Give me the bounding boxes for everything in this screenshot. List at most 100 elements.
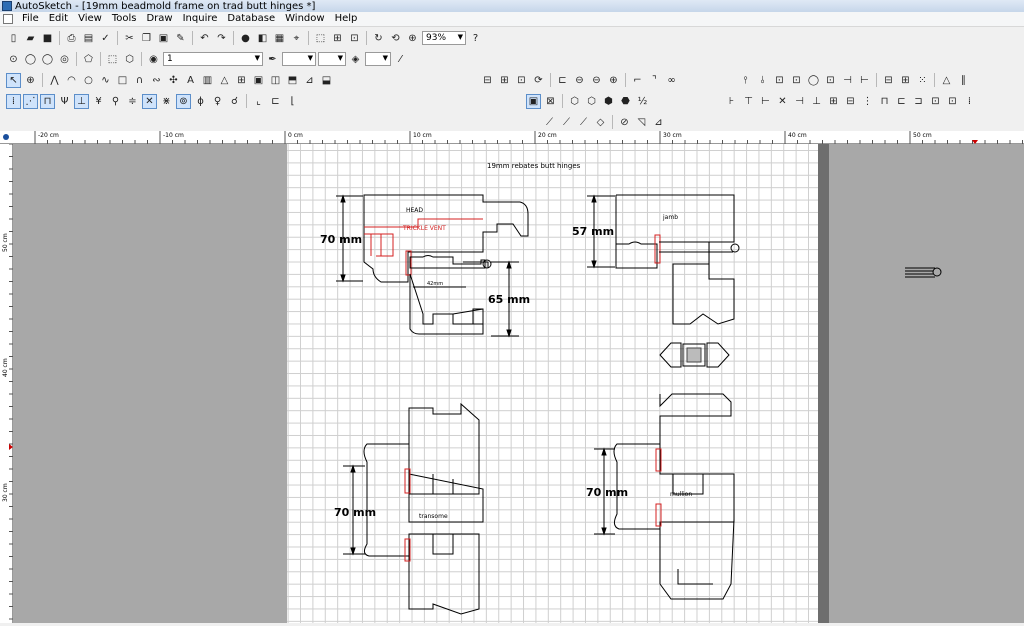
- menu-database[interactable]: Database: [227, 13, 276, 24]
- menu-edit[interactable]: Edit: [48, 13, 69, 24]
- hatch-icon[interactable]: ▥: [202, 74, 213, 86]
- align-icon[interactable]: ⊟: [483, 74, 492, 86]
- print-icon[interactable]: ⎙: [67, 32, 76, 44]
- arrange-5-icon[interactable]: ◯: [807, 74, 820, 86]
- mirror-icon[interactable]: ⊿: [305, 74, 314, 86]
- snap-point-icon[interactable]: ⊙: [9, 53, 18, 65]
- select-arrow-icon[interactable]: ↖: [6, 72, 21, 88]
- break-icon[interactable]: ⊖: [575, 74, 584, 86]
- dim-head-height[interactable]: 70 mm: [320, 233, 362, 246]
- snap-nearest-icon[interactable]: ≑: [128, 95, 137, 107]
- format-painter-icon[interactable]: ✎: [176, 32, 185, 44]
- circle-snap-2-icon[interactable]: ◯: [41, 53, 54, 65]
- dim-8-icon[interactable]: ⊟: [846, 95, 855, 107]
- trim-icon[interactable]: ⌐: [633, 74, 642, 86]
- arrange-9-icon[interactable]: ⊟: [884, 74, 893, 86]
- dimension-4-icon[interactable]: ◇: [596, 116, 605, 128]
- arrange-12-icon[interactable]: △: [942, 74, 951, 86]
- hinge-detail[interactable]: [659, 342, 730, 368]
- line-style-dropdown[interactable]: ▼: [282, 52, 316, 66]
- extend-icon[interactable]: ⌝: [652, 74, 657, 86]
- snap-grid-icon[interactable]: ⁞: [6, 93, 21, 109]
- polygon-icon[interactable]: ⬠: [84, 53, 93, 65]
- modify-5-icon[interactable]: ⬢: [604, 95, 613, 107]
- modify-6-icon[interactable]: ⬣: [621, 95, 630, 107]
- snap-midpoint-icon[interactable]: ⊓: [40, 93, 55, 109]
- curve-icon[interactable]: ∿: [101, 74, 110, 86]
- dim-4-icon[interactable]: ✕: [778, 95, 787, 107]
- menu-tools[interactable]: Tools: [111, 13, 137, 24]
- fill-icon[interactable]: ◈: [351, 53, 360, 65]
- zoom-tool-icon[interactable]: ⊕: [26, 74, 35, 86]
- undo-icon[interactable]: ↶: [200, 32, 209, 44]
- trickle-vent-label[interactable]: TRICKLE VENT: [402, 225, 446, 232]
- zoom-realtime-icon[interactable]: ⟲: [391, 32, 400, 44]
- fill-dropdown[interactable]: ▼: [365, 52, 391, 66]
- mullion-section[interactable]: mullion 70 mm: [586, 393, 735, 600]
- modify-1-icon[interactable]: ▣: [526, 93, 541, 109]
- polyline-icon[interactable]: ⋀: [50, 74, 59, 86]
- snap-quadrant-icon[interactable]: ⚲: [111, 95, 120, 107]
- help-pointer-icon[interactable]: ?: [472, 32, 479, 44]
- dim-6-icon[interactable]: ⊥: [812, 95, 821, 107]
- menu-window[interactable]: Window: [285, 13, 325, 24]
- circle-snap-icon[interactable]: ◯: [24, 53, 37, 65]
- dimension-7-icon[interactable]: ⊿: [654, 116, 663, 128]
- dim-11-icon[interactable]: ⊏: [897, 95, 906, 107]
- snap-extension-icon[interactable]: ⋇: [162, 95, 171, 107]
- redo-icon[interactable]: ↷: [217, 32, 226, 44]
- circle-icon[interactable]: ○: [84, 74, 93, 86]
- stretch-icon[interactable]: ⊏: [558, 74, 567, 86]
- move-icon[interactable]: ⊡: [517, 74, 526, 86]
- dim-9-icon[interactable]: ⋮: [862, 95, 873, 107]
- fillet-icon[interactable]: ⊖: [592, 74, 601, 86]
- drawing-title[interactable]: 19mm rebates butt hinges: [487, 162, 581, 170]
- ungroup-icon[interactable]: ⊞: [333, 32, 342, 44]
- scale-icon[interactable]: ⬓: [321, 74, 332, 86]
- jamb-section[interactable]: jamb 57 mm: [572, 194, 740, 325]
- snap-node-icon[interactable]: ⊚: [176, 93, 191, 109]
- dim-12-icon[interactable]: ⊐: [914, 95, 923, 107]
- snap-apparent-icon[interactable]: ♀: [213, 95, 222, 107]
- dim-10-icon[interactable]: ⊓: [880, 95, 889, 107]
- spellcheck-icon[interactable]: ✓: [101, 32, 110, 44]
- drawing-canvas[interactable]: 19mm rebates butt hinges HEAD TRICKLE VE…: [13, 144, 1024, 623]
- snap-perpendicular-icon[interactable]: ⊥: [74, 93, 89, 109]
- distribute-icon[interactable]: ⊞: [500, 74, 509, 86]
- symbol-icon[interactable]: ⊡: [350, 32, 359, 44]
- arc-icon[interactable]: ◠: [67, 74, 76, 86]
- symbol-insert-icon[interactable]: ◫: [270, 74, 281, 86]
- layer-dropdown[interactable]: 1▼: [163, 52, 263, 66]
- snap-icon[interactable]: ⌖: [293, 32, 300, 44]
- arrange-7-icon[interactable]: ⊣: [843, 74, 852, 86]
- print-preview-icon[interactable]: ▤: [83, 32, 94, 44]
- modify-7-icon[interactable]: ½: [637, 95, 648, 107]
- new-icon[interactable]: ▯: [10, 32, 17, 44]
- menu-file[interactable]: File: [22, 13, 39, 24]
- jamb-label[interactable]: jamb: [662, 214, 678, 221]
- dim-15-icon[interactable]: ⁞: [967, 95, 972, 107]
- dimension-1-icon[interactable]: ⟋: [546, 116, 553, 128]
- ole-icon[interactable]: ⬒: [287, 74, 298, 86]
- line-width-dropdown[interactable]: ▼: [318, 52, 346, 66]
- chamfer-icon[interactable]: ⊕: [609, 74, 618, 86]
- group-icon[interactable]: ⬚: [315, 32, 326, 44]
- dimension-2-icon[interactable]: ⟋: [563, 116, 570, 128]
- text-icon[interactable]: A: [187, 74, 194, 86]
- arrange-2-icon[interactable]: ⫰: [760, 74, 765, 86]
- dim-3-icon[interactable]: ⊢: [761, 95, 770, 107]
- modify-2-icon[interactable]: ⊠: [546, 95, 555, 107]
- measure-icon[interactable]: ∞: [667, 74, 676, 86]
- menu-draw[interactable]: Draw: [146, 13, 173, 24]
- transome-label[interactable]: transome: [419, 513, 448, 520]
- paste-icon[interactable]: ▣: [158, 32, 169, 44]
- arrange-4-icon[interactable]: ⊡: [792, 74, 801, 86]
- open-icon[interactable]: ▰: [26, 32, 35, 44]
- properties-icon[interactable]: ●: [241, 32, 250, 44]
- arrange-13-icon[interactable]: ∥: [961, 74, 966, 86]
- dim-13-icon[interactable]: ⊡: [931, 95, 940, 107]
- dim-5-icon[interactable]: ⊣: [795, 95, 804, 107]
- dim-1-icon[interactable]: ⊦: [728, 95, 735, 107]
- dimension-6-icon[interactable]: ◹: [637, 116, 646, 128]
- zoom-icon[interactable]: ⊕: [408, 32, 417, 44]
